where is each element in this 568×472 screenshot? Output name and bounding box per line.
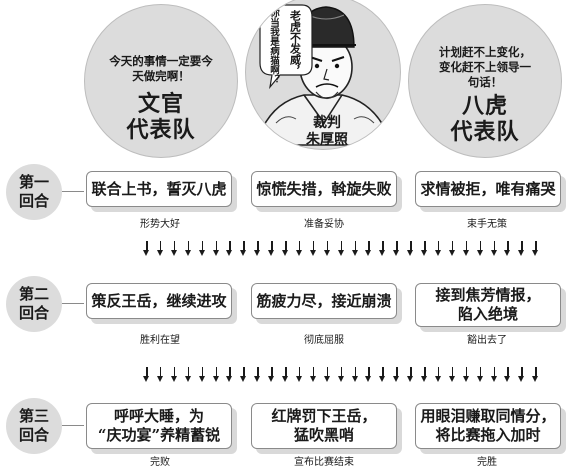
civil-team-name: 文官 代表队 (126, 91, 196, 143)
down-arrow-icon (184, 367, 193, 383)
down-arrow-icon (532, 241, 540, 257)
tigers-team-slogan: 计划赶不上变化， 变化赶不上领导一 句话！ (439, 45, 531, 89)
down-arrow-icon (518, 367, 526, 383)
round-2-status-referee: 彻底屈服 (304, 335, 344, 346)
down-arrow-icon (462, 367, 471, 383)
down-arrow-icon (351, 367, 360, 383)
down-arrow-icon (365, 367, 373, 383)
down-arrow-icon (156, 241, 165, 257)
down-arrow-icon (282, 241, 290, 257)
down-arrow-icon (282, 367, 290, 383)
tigers-team-name: 八虎 代表队 (450, 93, 520, 145)
down-arrow-icon (393, 241, 401, 257)
round-1-status-referee: 准备妥协 (304, 219, 344, 230)
down-arrow-icon (323, 367, 332, 383)
down-arrow-icon (268, 241, 276, 257)
round-2-connector (62, 303, 84, 305)
down-arrow-icon (212, 367, 221, 383)
round-1-connector (62, 191, 84, 193)
down-arrow-icon (421, 241, 429, 257)
civil-team-slogan: 今天的事情一定要今 天做完啊！ (109, 54, 213, 83)
down-arrow-icon (448, 367, 457, 383)
round-3-connector (62, 425, 84, 427)
round-2-event-tigers: 接到焦芳情报， 陷入绝境 (415, 283, 561, 327)
down-arrow-icon (309, 367, 318, 383)
down-arrow-icon (295, 367, 304, 383)
round-1-status-civil: 形势大好 (140, 219, 180, 230)
down-arrow-icon (323, 241, 332, 257)
down-arrow-icon (421, 367, 429, 383)
referee-speech-col-2: 你当我是病猫啊？ (268, 8, 279, 84)
round-2-to-3-arrows (143, 367, 547, 383)
round-3-event-tigers: 用眼泪赚取同情分， 将比赛拖入加时 (415, 403, 561, 449)
down-arrow-icon (212, 241, 221, 257)
round-2-status-civil: 胜利在望 (140, 335, 180, 346)
round-3-badge: 第三 回合 (6, 398, 62, 454)
down-arrow-icon (490, 241, 499, 257)
down-arrow-icon (379, 241, 387, 257)
down-arrow-icon (254, 367, 262, 383)
round-1-to-2-arrows (143, 241, 547, 257)
down-arrow-icon (532, 367, 540, 383)
down-arrow-icon (226, 241, 234, 257)
down-arrow-icon (337, 367, 346, 383)
down-arrow-icon (337, 241, 346, 257)
round-3-status-referee: 宣布比赛结束 (294, 457, 354, 468)
round-2-badge: 第二 回合 (6, 276, 62, 332)
down-arrow-icon (518, 241, 526, 257)
down-arrow-icon (434, 241, 443, 257)
down-arrow-icon (504, 241, 512, 257)
down-arrow-icon (143, 241, 151, 257)
down-arrow-icon (393, 367, 401, 383)
down-arrow-icon (476, 241, 485, 257)
down-arrow-icon (434, 367, 443, 383)
down-arrow-icon (156, 367, 165, 383)
civil-team-circle: 今天的事情一定要今 天做完啊！ 文官 代表队 (84, 4, 238, 158)
down-arrow-icon (170, 241, 179, 257)
referee-circle: 老虎不发威， 你当我是病猫啊？ 裁判 朱厚照 (245, 0, 401, 150)
round-2-event-referee: 筋疲力尽，接近崩溃 (251, 283, 397, 319)
round-1-event-referee: 惊慌失措，斡旋失败 (251, 171, 397, 207)
down-arrow-icon (476, 367, 485, 383)
round-1-badge: 第一 回合 (6, 164, 62, 220)
round-3-status-tigers: 完胜 (477, 457, 497, 468)
down-arrow-icon (240, 367, 248, 383)
round-2-event-civil: 策反王岳，继续进攻 (86, 283, 232, 319)
down-arrow-icon (240, 241, 248, 257)
down-arrow-icon (448, 241, 457, 257)
round-3-event-referee: 红牌罚下王岳， 猛吹黑哨 (251, 403, 397, 449)
tigers-team-circle: 计划赶不上变化， 变化赶不上领导一 句话！ 八虎 代表队 (408, 4, 562, 158)
down-arrow-icon (198, 367, 207, 383)
down-arrow-icon (407, 241, 415, 257)
down-arrow-icon (504, 367, 512, 383)
down-arrow-icon (407, 367, 415, 383)
round-3-status-civil: 完败 (150, 457, 170, 468)
down-arrow-icon (295, 241, 304, 257)
down-arrow-icon (184, 241, 193, 257)
down-arrow-icon (143, 367, 151, 383)
down-arrow-icon (365, 241, 373, 257)
round-1-event-civil: 联合上书，誓灭八虎 (86, 171, 232, 207)
referee-name: 裁判 朱厚照 (306, 115, 348, 148)
down-arrow-icon (351, 241, 360, 257)
down-arrow-icon (170, 367, 179, 383)
referee-speech-col-1: 老虎不发威， (288, 10, 302, 76)
referee-portrait-illustration (254, 4, 394, 146)
round-2-status-tigers: 豁出去了 (467, 335, 507, 346)
round-1-event-tigers: 求情被拒，唯有痛哭 (415, 171, 561, 207)
down-arrow-icon (462, 241, 471, 257)
round-1-status-tigers: 束手无策 (467, 219, 507, 230)
down-arrow-icon (379, 367, 387, 383)
down-arrow-icon (268, 367, 276, 383)
down-arrow-icon (490, 367, 499, 383)
round-3-event-civil: 呼呼大睡，为 “庆功宴”养精蓄锐 (86, 403, 232, 449)
down-arrow-icon (226, 367, 234, 383)
down-arrow-icon (254, 241, 262, 257)
down-arrow-icon (309, 241, 318, 257)
down-arrow-icon (198, 241, 207, 257)
